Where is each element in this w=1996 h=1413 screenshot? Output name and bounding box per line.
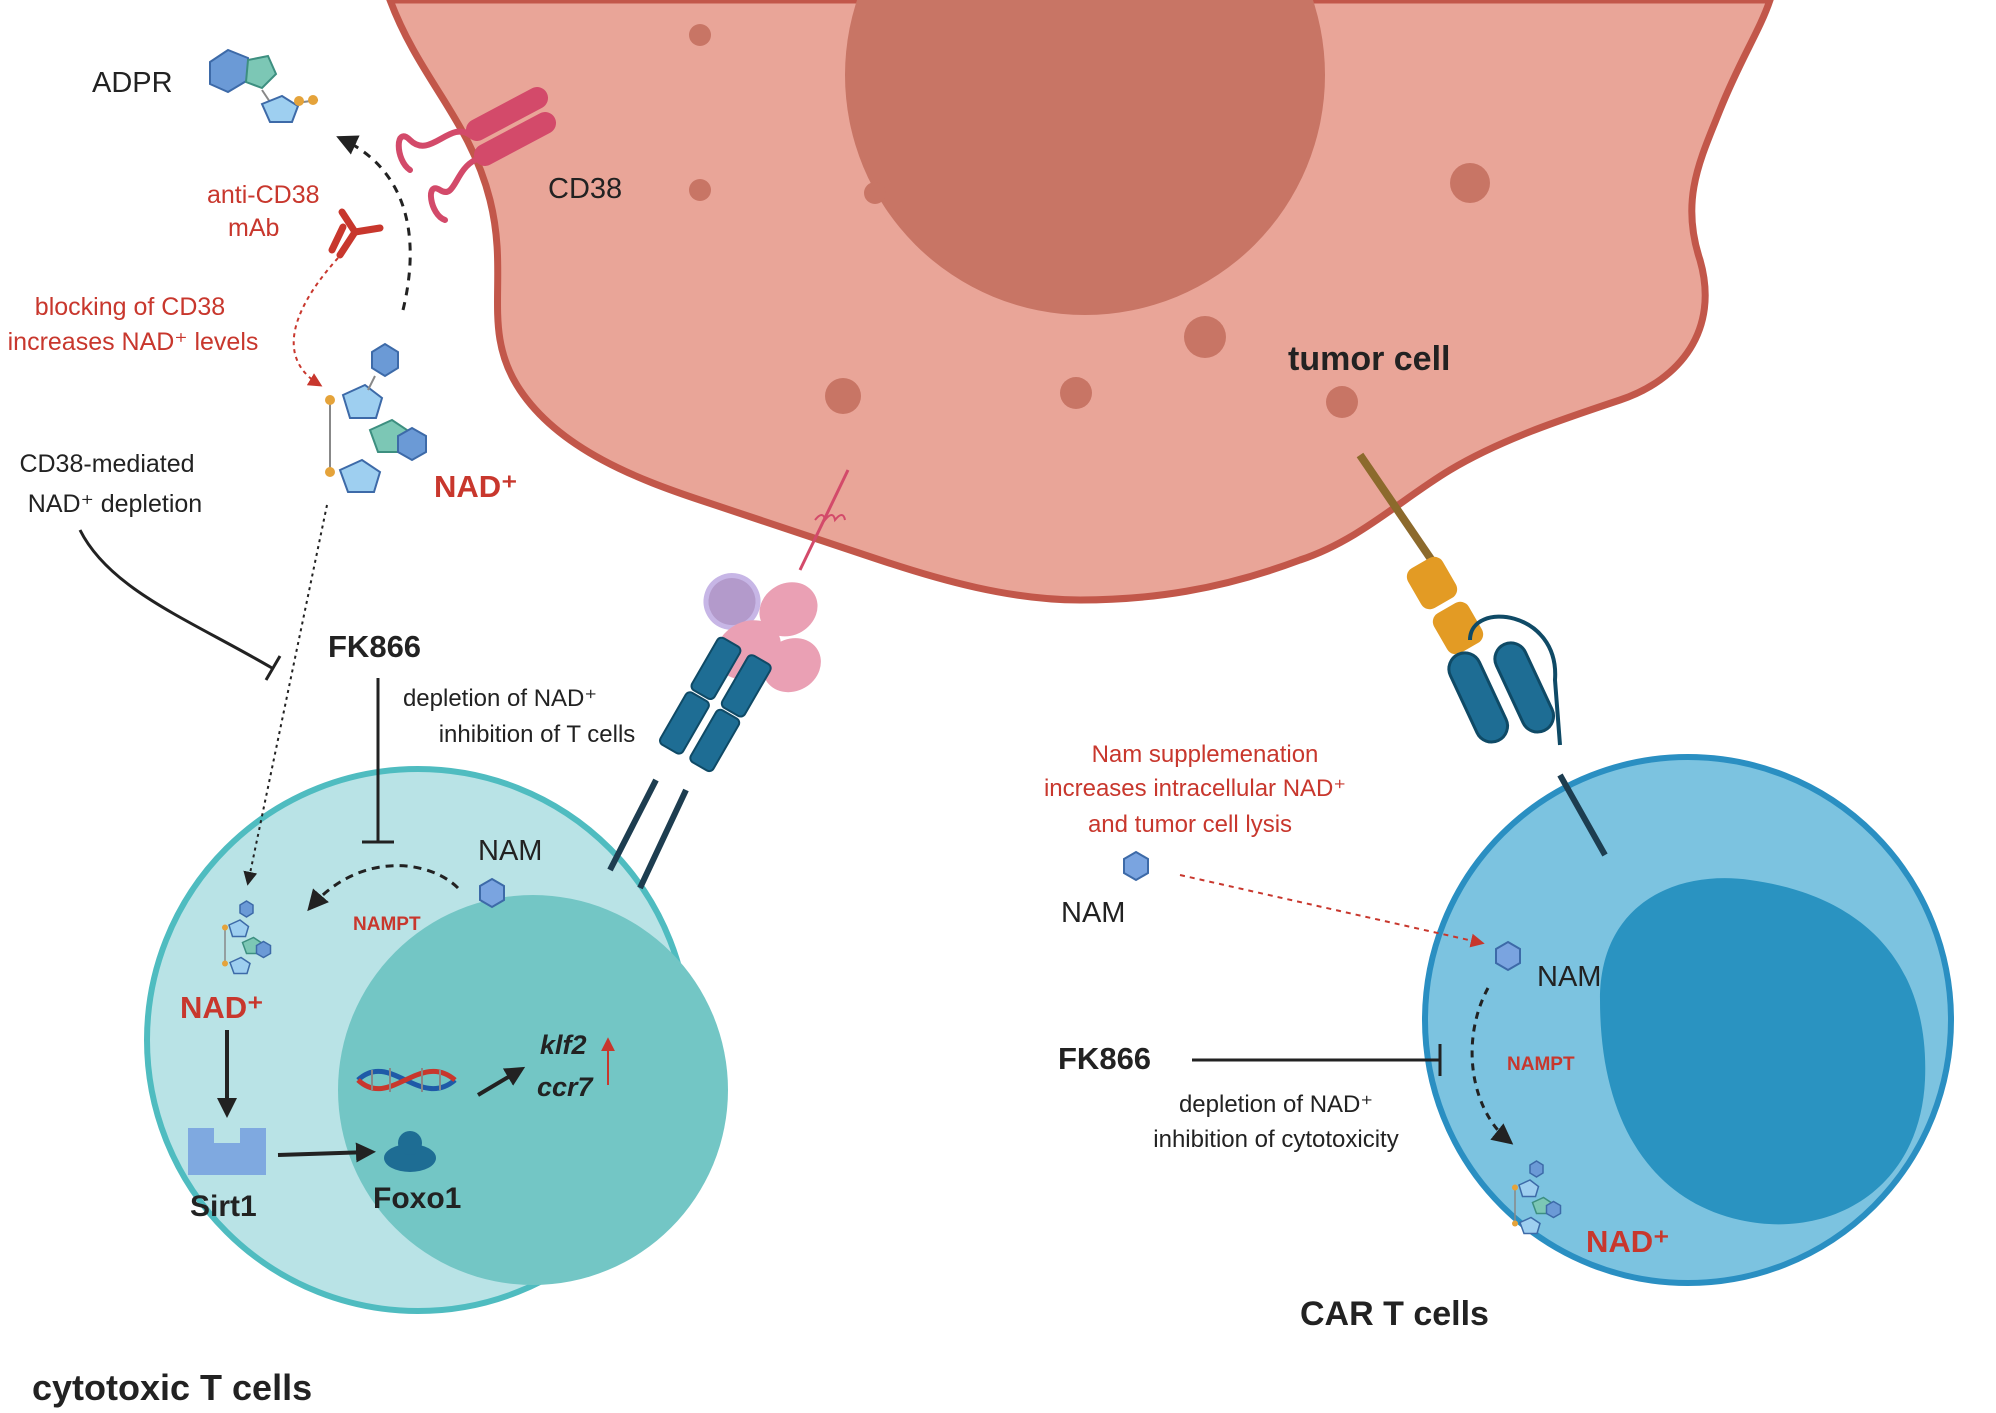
nam-car-label: NAM [1537,961,1601,993]
nam-hexagon-icon-tcell [479,878,505,908]
car-t-cell [1422,754,1954,1286]
nam-supp-label-line3: and tumor cell lysis [1088,811,1292,838]
blocking-label-line2: increases NAD⁺ levels [8,328,259,356]
cytotoxic-t-cell [144,766,728,1314]
nampt-right-label: NAMPT [1507,1054,1575,1075]
nam-hexagon-icon-outside [1123,851,1149,881]
sirt1-to-foxo1-arrow [277,1142,376,1163]
nam-outside-label: NAM [1061,897,1125,929]
nad-transfer-arrow [243,504,328,886]
cytotoxic-t-cells-label: cytotoxic T cells [32,1367,312,1408]
cd38-receptor [395,87,557,223]
cytotoxic-t-cell-nucleus [338,895,728,1285]
depletion-left-label-line2: inhibition of T cells [439,721,636,748]
fk866-left-label: FK866 [328,629,421,664]
blocking-label-line1: blocking of CD38 [35,293,225,321]
nampt-arrow-left [307,864,460,912]
adpr-label: ADPR [92,67,173,99]
tumor-nucleus [845,0,1325,315]
foxo1-label: Foxo1 [373,1182,461,1215]
nampt-arrow-right [1470,987,1514,1145]
anti-cd38-label-line1: anti-CD38 [207,181,320,209]
tumor-cell [386,0,1774,604]
car-t-cell-nucleus [1600,878,1926,1225]
adpr-molecule-icon [209,48,319,123]
cd38-depletion-inhibition [78,529,273,670]
anti-cd38-antibody-icon [328,208,384,259]
nam-left-label: NAM [478,835,542,867]
cd38-label: CD38 [548,173,622,205]
nampt-left-label: NAMPT [353,914,421,935]
nad-car-label: NAD⁺ [1586,1224,1670,1259]
depletion-right-label-line1: depletion of NAD⁺ [1179,1091,1373,1118]
dna-icon [356,1068,457,1092]
nad-molecule-icon-top [325,342,427,493]
depletion-left-label-line1: depletion of NAD⁺ [403,685,597,712]
fk866-right-label: FK866 [1058,1041,1151,1076]
nad-left-label: NAD⁺ [180,990,264,1025]
ccr7-label: ccr7 [537,1072,595,1102]
klf2-label: klf2 [540,1030,587,1060]
car-receptor [1356,452,1608,857]
nam-hexagon-icon-car [1495,941,1521,971]
nad-molecule-icon-tcell [222,900,272,975]
nam-supplementation-arrow [1179,874,1485,948]
nad-molecule-icon-car [1512,1160,1562,1235]
tcr-mhc-complex [607,469,850,890]
nam-supp-label-line2: increases intracellular NAD⁺ [1044,775,1346,802]
sirt1-label: Sirt1 [190,1190,257,1223]
dna-to-genes-arrow [476,1066,526,1097]
anti-cd38-label-line2: mAb [228,214,279,242]
nad-label-top: NAD⁺ [434,469,518,504]
depletion-right-label-line2: inhibition of cytotoxicity [1153,1126,1398,1153]
cd38-mediated-label-line2: NAD⁺ depletion [28,490,202,518]
foxo1-icon [384,1131,436,1172]
blocking-arrow [292,257,339,387]
car-t-cells-label: CAR T cells [1300,1295,1489,1333]
cd38-mediated-label-line1: CD38-mediated [19,450,194,478]
nam-supp-label-line1: Nam supplemenation [1092,741,1319,768]
sirt1-icon [188,1128,266,1175]
tumor-granules [689,24,1490,418]
tumor-cell-label: tumor cell [1288,340,1450,378]
